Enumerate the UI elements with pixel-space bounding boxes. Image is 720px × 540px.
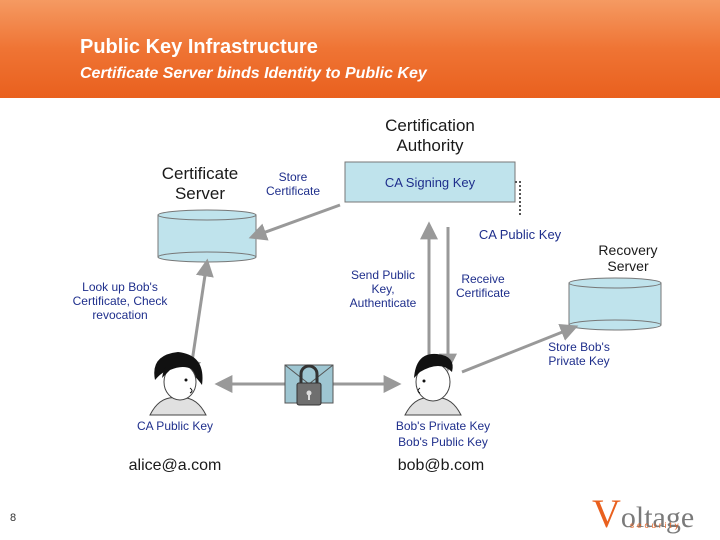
lookup-label: Look up Bob's Certificate, Check revocat… bbox=[72, 280, 168, 322]
send-public-key-label: Send Public Key, Authenticate bbox=[349, 268, 417, 310]
certificate-server-label: Certificate Server bbox=[161, 164, 239, 203]
page-number: 8 bbox=[10, 512, 17, 524]
bob-public-key-label: Bob's Public Key bbox=[398, 435, 488, 449]
logo-tagline: security bbox=[630, 521, 682, 530]
alice-person-icon bbox=[149, 352, 207, 416]
lock-icon bbox=[284, 364, 334, 406]
certificate-server-cylinder bbox=[157, 209, 257, 263]
lookup-arrow bbox=[183, 258, 214, 379]
store-private-key-arrow bbox=[461, 323, 579, 374]
receive-certificate-label: Receive Certificate bbox=[455, 272, 511, 300]
slide-title: Public Key Infrastructure bbox=[80, 36, 318, 58]
store-certificate-arrow bbox=[248, 203, 341, 241]
bob-person-icon bbox=[404, 353, 462, 416]
voltage-logo: Voltage bbox=[592, 491, 695, 536]
alice-email: alice@a.com bbox=[128, 457, 222, 474]
ca-signing-key-label: CA Signing Key bbox=[384, 175, 476, 190]
ca-key-dotted-line bbox=[515, 181, 521, 216]
title-banner bbox=[0, 0, 720, 98]
bob-private-key-label: Bob's Private Key bbox=[395, 419, 491, 433]
recovery-server-cylinder bbox=[568, 277, 662, 331]
recovery-server-label: Recovery Server bbox=[598, 242, 658, 274]
alice-key-label: CA Public Key bbox=[136, 419, 214, 433]
ca-label: Certification Authority bbox=[385, 116, 475, 155]
store-private-key-label: Store Bob's Private Key bbox=[548, 340, 610, 368]
banner-divider bbox=[0, 98, 720, 100]
store-certificate-label: Store Certificate bbox=[265, 170, 321, 198]
bob-email: bob@b.com bbox=[397, 457, 485, 474]
ca-public-key-top-label: CA Public Key bbox=[478, 227, 562, 242]
slide-subtitle: Certificate Server binds Identity to Pub… bbox=[80, 65, 427, 82]
